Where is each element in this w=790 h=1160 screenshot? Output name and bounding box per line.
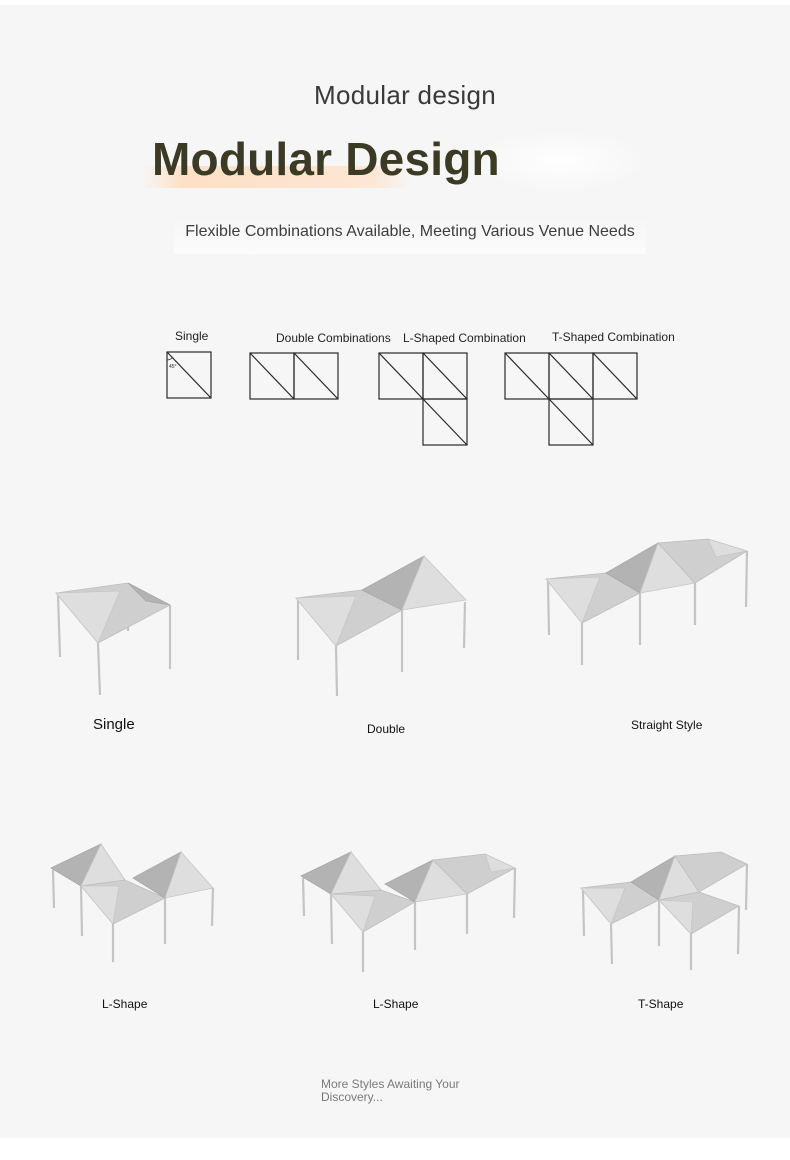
diagram-t-shaped bbox=[504, 352, 638, 446]
caption-single: Single bbox=[93, 716, 135, 733]
caption-l-shape-1: L-Shape bbox=[102, 997, 148, 1011]
section-subtitle: Flexible Combinations Available, Meeting… bbox=[174, 216, 646, 254]
tent-l-shape-2-image bbox=[300, 851, 517, 972]
diagram-label-t-shaped: T-Shaped Combination bbox=[552, 330, 675, 344]
caption-straight-style: Straight Style bbox=[631, 718, 703, 732]
angle-arc-icon bbox=[166, 356, 174, 361]
diagram-l-shaped bbox=[378, 352, 468, 446]
caption-double: Double bbox=[367, 722, 406, 736]
caption-t-shape: T-Shape bbox=[638, 997, 684, 1011]
section-kicker: Modular design bbox=[314, 80, 496, 110]
page-title: Modular Design bbox=[152, 133, 500, 185]
headline-highlight bbox=[142, 166, 412, 188]
tent-t-shape-image bbox=[580, 851, 749, 970]
caption-l-shape-2: L-Shape bbox=[373, 997, 419, 1011]
tent-single-image bbox=[55, 582, 172, 696]
more-styles-note: More Styles Awaiting Your Discovery... bbox=[321, 1077, 460, 1104]
headline-glow bbox=[470, 130, 650, 192]
combination-diagram: 45° bbox=[166, 351, 638, 446]
tent-double-image bbox=[295, 555, 467, 697]
tent-straight-image bbox=[545, 538, 749, 665]
diagram-label-l-shaped: L-Shaped Combination bbox=[403, 331, 526, 345]
angle-mark: 45° bbox=[169, 364, 177, 370]
headline-block: Modular Design bbox=[140, 130, 650, 192]
diagram-double bbox=[249, 352, 339, 400]
diagram-label-double: Double Combinations bbox=[276, 331, 391, 345]
diagram-label-single: Single bbox=[175, 329, 209, 343]
diagram-single bbox=[166, 351, 212, 399]
tent-l-shape-1-image bbox=[50, 843, 215, 962]
